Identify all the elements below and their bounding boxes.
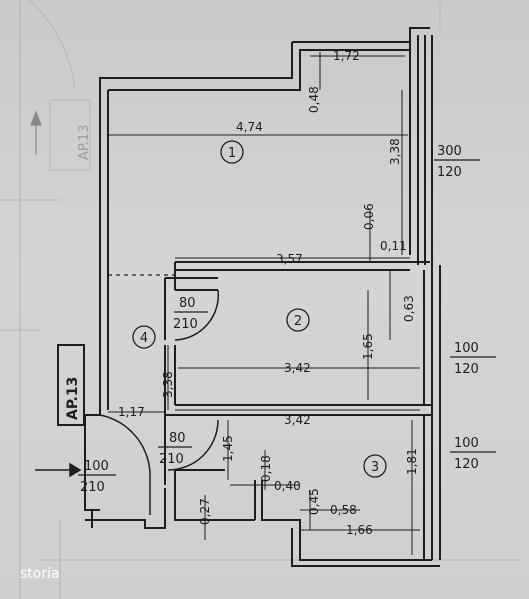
- door-room3-bottom: 210: [159, 452, 184, 467]
- window-2-spec: 100 120: [450, 341, 496, 377]
- dim-1-17: 1,17: [118, 405, 145, 419]
- window-3-top: 100: [454, 436, 479, 451]
- room-1-number: 1: [228, 146, 236, 161]
- entrance-door-top: 100: [84, 459, 109, 474]
- door-swings: [99, 289, 220, 515]
- door-swing-room3: [167, 419, 219, 471]
- room-2-number: 2: [294, 314, 302, 329]
- entrance-door-bottom: 210: [80, 480, 105, 495]
- dim-3-57: 3,57: [276, 252, 303, 266]
- window-2-top: 100: [454, 341, 479, 356]
- walls: [84, 27, 441, 567]
- dim-1-65: 1,65: [361, 333, 375, 360]
- dim-1-81: 1,81: [405, 448, 419, 475]
- room-3-number: 3: [371, 460, 379, 475]
- room-2-circle: [286, 308, 310, 332]
- room-4-circle: [132, 325, 156, 349]
- dim-0-58: 0,58: [330, 503, 357, 517]
- window-1-top: 300: [437, 144, 462, 159]
- entrance-door-spec: 100 210: [78, 459, 116, 495]
- door-room4-bottom: 210: [173, 317, 198, 332]
- dim-3-38-left: 3,38: [161, 371, 175, 398]
- room-3-circle: [363, 454, 387, 478]
- dim-0-18: 0,18: [259, 455, 273, 482]
- dimension-lines: [108, 52, 420, 555]
- dim-0-48: 0,48: [307, 86, 321, 113]
- door-swing-room4: [174, 289, 220, 341]
- dim-1-66: 1,66: [346, 523, 373, 537]
- window-3-bottom: 120: [454, 457, 479, 472]
- dim-3-42-room3: 3,42: [284, 413, 311, 427]
- window-2-bottom: 120: [454, 362, 479, 377]
- apartment-label: AP.13: [65, 377, 81, 420]
- dim-0-06: 0,06: [362, 203, 376, 230]
- room-4-number: 4: [140, 331, 148, 346]
- dim-3-42-room2: 3,42: [284, 361, 311, 375]
- watermark: storia: [20, 566, 60, 582]
- dim-1-45: 1,45: [221, 435, 235, 462]
- window-1-bottom: 120: [437, 165, 462, 180]
- door-room3-spec: 80 210: [158, 431, 192, 467]
- door-swing-entrance: [99, 414, 151, 515]
- room-1-circle: [220, 140, 244, 164]
- apartment-label-box: [57, 344, 85, 426]
- entrance-arrow-icon: [35, 462, 82, 478]
- dim-1-72: 1,72: [333, 49, 360, 63]
- up-arrow-icon: [30, 110, 42, 155]
- background-apartment-label: AP.13: [77, 125, 92, 160]
- door-room4-spec: 80 210: [173, 296, 208, 332]
- door-room4-top: 80: [179, 296, 196, 311]
- dim-3-38-right: 3,38: [388, 138, 402, 165]
- dim-0-63: 0,63: [402, 295, 416, 322]
- dim-0-45: 0,45: [307, 488, 321, 515]
- room-markers: [132, 140, 387, 478]
- dim-0-11: 0,11: [380, 239, 407, 253]
- dim-0-40: 0,40: [274, 479, 301, 493]
- dim-4-74: 4,74: [236, 120, 263, 134]
- window-3-spec: 100 120: [450, 436, 496, 472]
- door-room3-top: 80: [169, 431, 186, 446]
- window-1-spec: 300 120: [434, 144, 480, 180]
- dim-0-27: 0,27: [198, 498, 212, 525]
